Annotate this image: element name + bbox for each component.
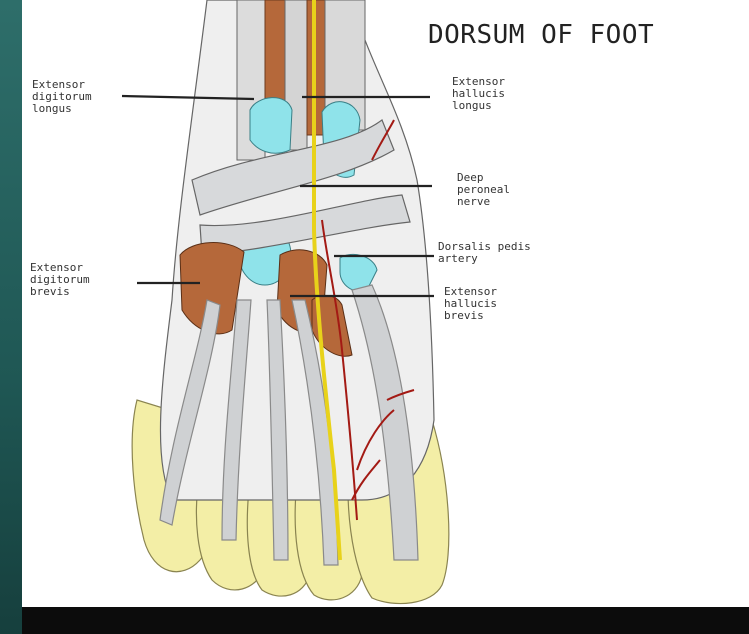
label-extensor-digitorum-brevis: Extensor digitorum brevis xyxy=(30,262,90,298)
bottom-bar xyxy=(22,607,749,634)
accent-stripe xyxy=(0,0,22,634)
foot-illustration xyxy=(22,0,749,607)
label-extensor-hallucis-brevis: Extensor hallucis brevis xyxy=(444,286,497,322)
label-extensor-hallucis-longus: Extensor hallucis longus xyxy=(452,76,505,112)
label-deep-peroneal-nerve: Deep peroneal nerve xyxy=(457,172,510,208)
diagram-title: DORSUM OF FOOT xyxy=(428,20,654,50)
label-dorsalis-pedis-artery: Dorsalis pedis artery xyxy=(438,241,531,265)
label-extensor-digitorum-longus: Extensor digitorum longus xyxy=(32,79,92,115)
